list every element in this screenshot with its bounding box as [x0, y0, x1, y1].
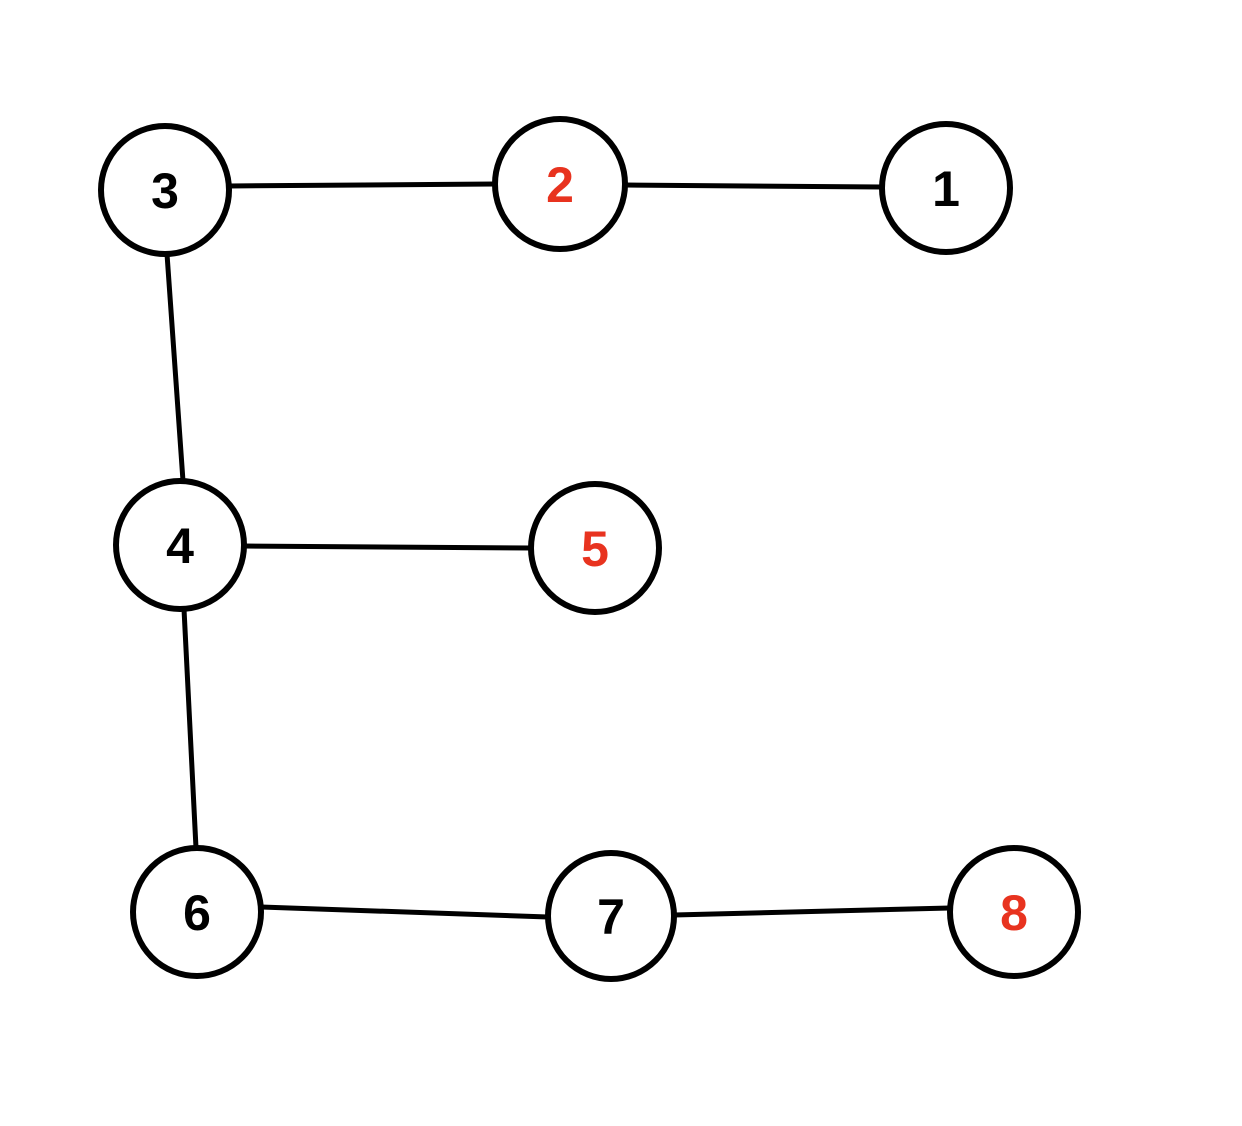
node-label-7: 7: [597, 889, 625, 945]
node-label-4: 4: [166, 518, 194, 574]
node-4[interactable]: 4: [113, 478, 247, 612]
node-circle-1[interactable]: [879, 121, 1013, 255]
edge-3-4: [164, 251, 186, 484]
node-circle-3[interactable]: [98, 123, 232, 257]
node-1[interactable]: 1: [879, 121, 1013, 255]
node-circle-4[interactable]: [113, 478, 247, 612]
edge-3-2: [226, 181, 498, 189]
node-3[interactable]: 3: [98, 123, 232, 257]
edge-2-1: [622, 182, 885, 190]
node-5[interactable]: 5: [528, 481, 662, 615]
node-7[interactable]: 7: [545, 850, 677, 982]
node-label-5: 5: [581, 521, 609, 577]
edge-4-5: [241, 543, 534, 551]
node-circle-6[interactable]: [130, 845, 264, 979]
node-label-3: 3: [151, 163, 179, 219]
node-circle-7[interactable]: [545, 850, 677, 982]
edges-layer: [164, 181, 953, 920]
node-label-8: 8: [1000, 885, 1028, 941]
node-circle-2[interactable]: [492, 116, 628, 252]
node-label-1: 1: [932, 161, 960, 217]
node-label-2: 2: [546, 157, 574, 213]
node-6[interactable]: 6: [130, 845, 264, 979]
edge-7-8: [671, 905, 953, 918]
edge-6-7: [258, 904, 551, 920]
nodes-layer: 1 2 3 4 5 6 7 8: [98, 116, 1081, 982]
edge-4-6: [181, 606, 199, 851]
node-circle-5[interactable]: [528, 481, 662, 615]
node-label-6: 6: [183, 885, 211, 941]
node-circle-8[interactable]: [947, 845, 1081, 979]
node-2[interactable]: 2: [492, 116, 628, 252]
node-8[interactable]: 8: [947, 845, 1081, 979]
